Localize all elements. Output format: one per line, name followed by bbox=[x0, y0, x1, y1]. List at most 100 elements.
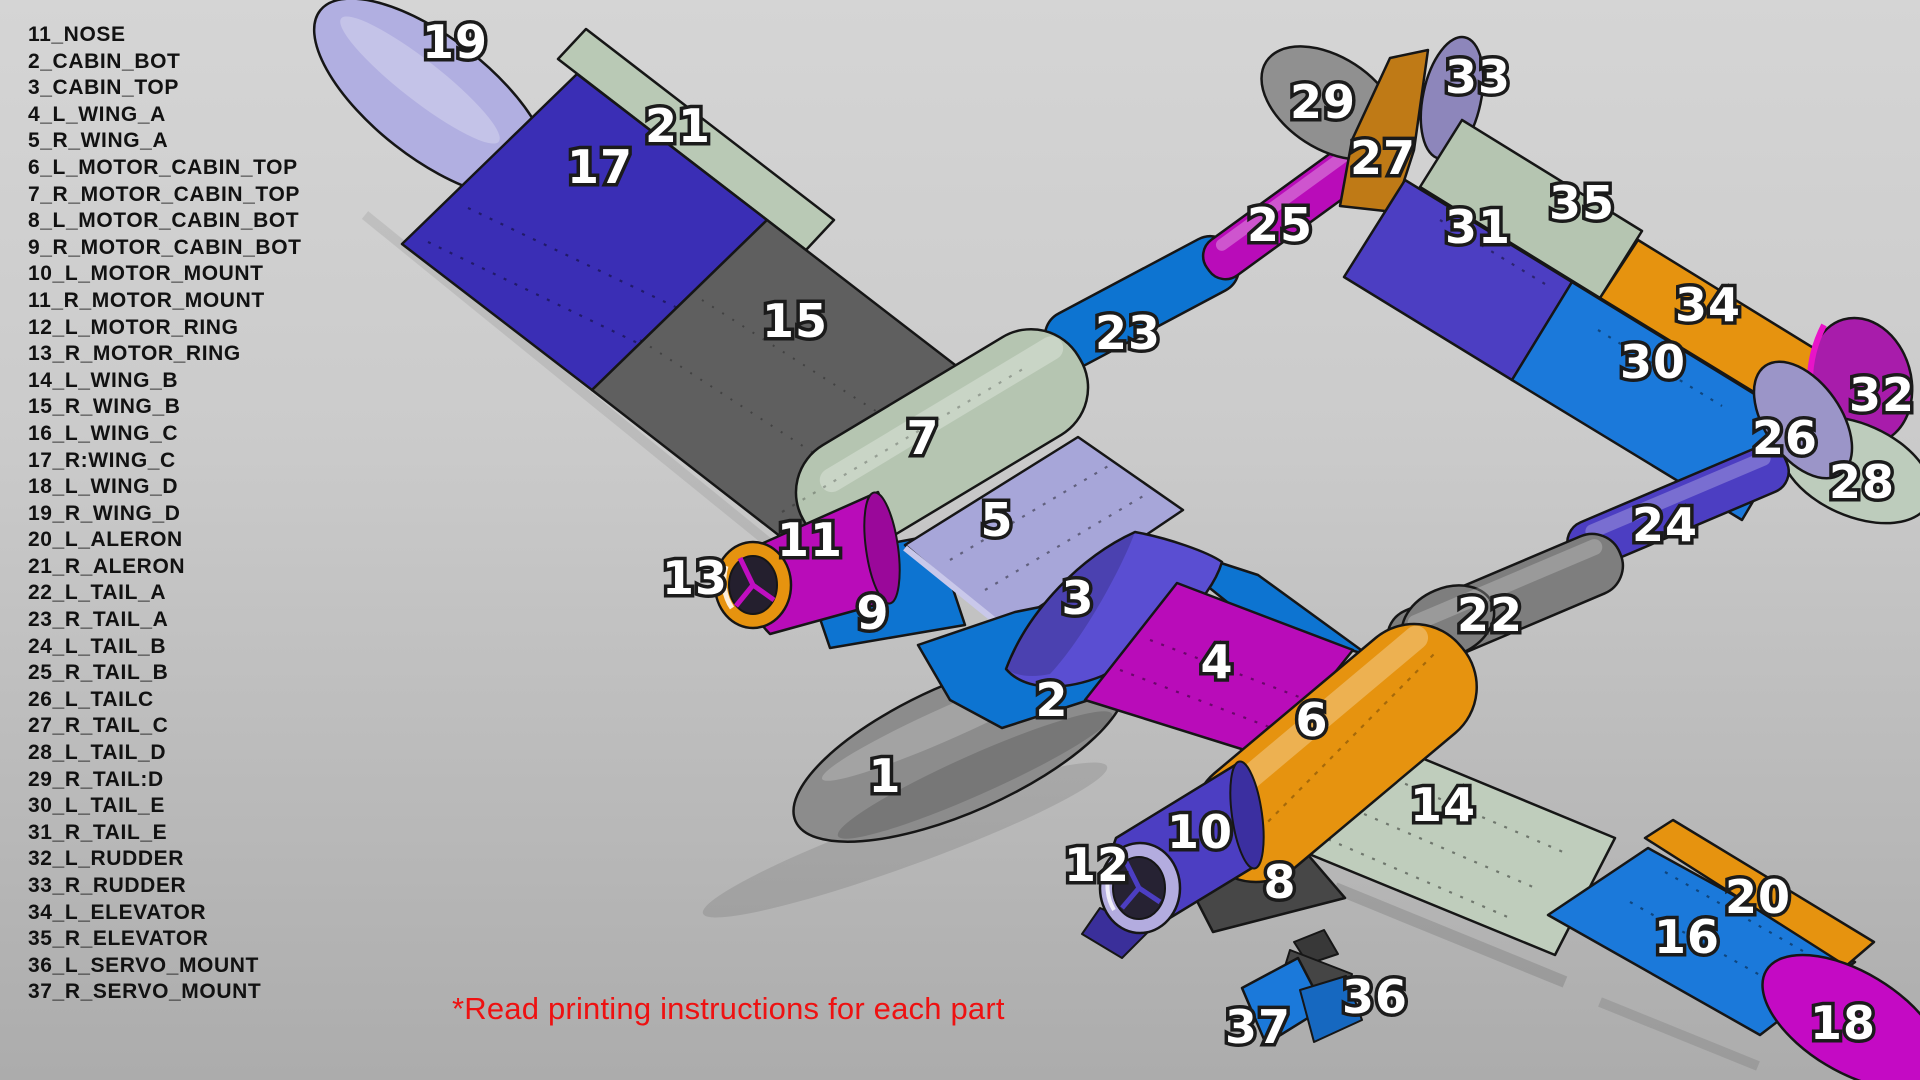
parts-list-item-33: 33_R_RUDDER bbox=[28, 874, 187, 897]
parts-list-item-30: 30_L_TAIL_E bbox=[28, 794, 165, 818]
part-label-23: 23 bbox=[1095, 306, 1161, 360]
rwing-shadow bbox=[361, 211, 794, 564]
parts-list-item-7: 7_R_MOTOR_CABIN_TOP bbox=[28, 182, 301, 206]
part-22-highlight bbox=[1407, 539, 1603, 631]
part-label-24: 24 bbox=[1632, 498, 1698, 552]
part-label-29: 29 bbox=[1290, 75, 1356, 129]
parts-list-item-31: 31_R_TAIL_E bbox=[28, 820, 168, 844]
parts-list-item-29: 29_R_TAIL:D bbox=[28, 767, 164, 791]
parts-list-item-24: 24_L_TAIL_B bbox=[28, 634, 167, 658]
parts-list-item-21: 21_R_ALERON bbox=[28, 554, 186, 578]
parts-list-item-1: 11_NOSE bbox=[28, 23, 126, 46]
wing-shadow bbox=[1332, 882, 1568, 988]
part-19-highlight bbox=[340, 16, 500, 144]
parts-list-item-12: 12_L_MOTOR_RING bbox=[28, 315, 239, 339]
parts-list-item-11: 11_R_MOTOR_MOUNT bbox=[28, 288, 265, 312]
part-30-panel-lines bbox=[1597, 329, 1723, 407]
part-label-15: 15 bbox=[762, 294, 828, 348]
part-label-25: 25 bbox=[1247, 198, 1313, 252]
parts-list-item-15: 15_R_WING_B bbox=[28, 395, 181, 419]
part-label-22: 22 bbox=[1457, 588, 1523, 642]
part-label-4: 4 bbox=[1200, 635, 1233, 689]
parts-list-item-20: 20_L_ALERON bbox=[28, 528, 183, 552]
part-label-6: 6 bbox=[1295, 693, 1328, 747]
part-1-shading bbox=[837, 711, 1113, 839]
part-26-shape bbox=[1752, 360, 1854, 480]
part-13-prop-spokes bbox=[734, 556, 776, 608]
printing-instructions-note: *Read printing instructions for each par… bbox=[452, 991, 1005, 1026]
part-20-shape bbox=[1643, 818, 1876, 968]
parts-list-item-3: 3_CABIN_TOP bbox=[28, 76, 179, 100]
part-label-12: 12 bbox=[1064, 838, 1130, 892]
part-label-27: 27 bbox=[1350, 131, 1416, 185]
part-24-highlight bbox=[1585, 451, 1771, 539]
part-label-28: 28 bbox=[1829, 455, 1895, 509]
part-label-5: 5 bbox=[980, 493, 1013, 547]
parts-list-item-5: 5_R_WING_A bbox=[28, 129, 169, 153]
parts-list-item-2: 2_CABIN_BOT bbox=[28, 49, 181, 73]
part-label-30: 30 bbox=[1620, 335, 1686, 389]
part-label-36: 36 bbox=[1342, 970, 1408, 1024]
parts-list-item-37: 37_R_SERVO_MOUNT bbox=[28, 980, 262, 1004]
part-6-highlight bbox=[1207, 625, 1429, 815]
nose-shadow bbox=[702, 762, 1108, 918]
part-label-32: 32 bbox=[1849, 368, 1915, 422]
part-36-shape bbox=[1299, 975, 1363, 1043]
part-number-labels: 1234567891011121314151617181920212223242… bbox=[418, 12, 1917, 1058]
parts-list-item-6: 6_L_MOTOR_CABIN_TOP bbox=[28, 155, 298, 179]
parts-list-item-32: 32_L_RUDDER bbox=[28, 847, 184, 871]
parts-list-item-22: 22_L_TAIL_A bbox=[28, 581, 167, 605]
part-label-19: 19 bbox=[422, 15, 488, 69]
part-17-panel-lines bbox=[427, 207, 687, 349]
parts-list-item-10: 10_L_MOTOR_MOUNT bbox=[28, 262, 264, 286]
part-label-17: 17 bbox=[567, 140, 633, 194]
parts-list-item-36: 36_L_SERVO_MOUNT bbox=[28, 953, 259, 977]
part-label-31: 31 bbox=[1445, 200, 1511, 254]
part-label-11: 11 bbox=[777, 513, 843, 567]
part-label-7: 7 bbox=[906, 411, 939, 465]
part-7-highlight bbox=[819, 336, 1064, 493]
part-label-14: 14 bbox=[1410, 778, 1476, 832]
wing-shadow-2 bbox=[1598, 997, 1760, 1071]
parts-list-item-14: 14_L_WING_B bbox=[28, 368, 179, 392]
parts-list-item-8: 8_L_MOTOR_CABIN_BOT bbox=[28, 209, 300, 233]
part-3-shape bbox=[1004, 530, 1224, 688]
parts-list-item-26: 26_L_TAILC bbox=[28, 687, 154, 711]
part-5-edge-sliver bbox=[903, 545, 1006, 631]
part-12-prop-spokes bbox=[1120, 860, 1162, 910]
part-label-13: 13 bbox=[662, 551, 728, 605]
part-label-8: 8 bbox=[1263, 855, 1296, 909]
part-25-highlight bbox=[1215, 145, 1356, 251]
part-18-shape bbox=[1761, 953, 1920, 1080]
part-label-26: 26 bbox=[1752, 411, 1818, 465]
parts-list-item-35: 35_R_ELEVATOR bbox=[28, 927, 209, 951]
part-31-panel-lines bbox=[1439, 219, 1546, 285]
part-3-shading bbox=[1006, 532, 1135, 677]
part-label-20: 20 bbox=[1725, 870, 1791, 924]
part-13-gleam bbox=[721, 565, 735, 610]
part-label-10: 10 bbox=[1167, 805, 1233, 859]
parts-list-item-17: 17_R:WING_C bbox=[28, 448, 176, 472]
parts-list-item-4: 4_L_WING_A bbox=[28, 102, 166, 126]
parts-list-item-25: 25_R_TAIL_B bbox=[28, 661, 169, 685]
parts-list-item-27: 27_R_TAIL_C bbox=[28, 714, 169, 738]
parts-list-item-34: 34_L_ELEVATOR bbox=[28, 900, 207, 924]
parts-list-item-16: 16_L_WING_C bbox=[28, 421, 179, 445]
part-label-35: 35 bbox=[1549, 176, 1615, 230]
part-label-1: 1 bbox=[868, 749, 901, 803]
part-label-37: 37 bbox=[1225, 1000, 1291, 1054]
parts-list-item-13: 13_R_MOTOR_RING bbox=[28, 342, 241, 366]
parts-list-item-23: 23_R_TAIL_A bbox=[28, 608, 169, 632]
part-10-base bbox=[1229, 760, 1265, 870]
part-label-2: 2 bbox=[1035, 673, 1068, 727]
parts-list-item-18: 18_L_WING_D bbox=[28, 475, 179, 499]
part-6-panel-lines bbox=[1244, 649, 1439, 846]
parts-list-item-19: 19_R_WING_D bbox=[28, 501, 181, 525]
part-11-base bbox=[863, 491, 901, 605]
part-label-9: 9 bbox=[856, 586, 889, 640]
parts-list-item-28: 28_L_TAIL_D bbox=[28, 741, 167, 765]
part-label-34: 34 bbox=[1675, 278, 1741, 332]
part-12-gleam bbox=[1105, 869, 1116, 912]
